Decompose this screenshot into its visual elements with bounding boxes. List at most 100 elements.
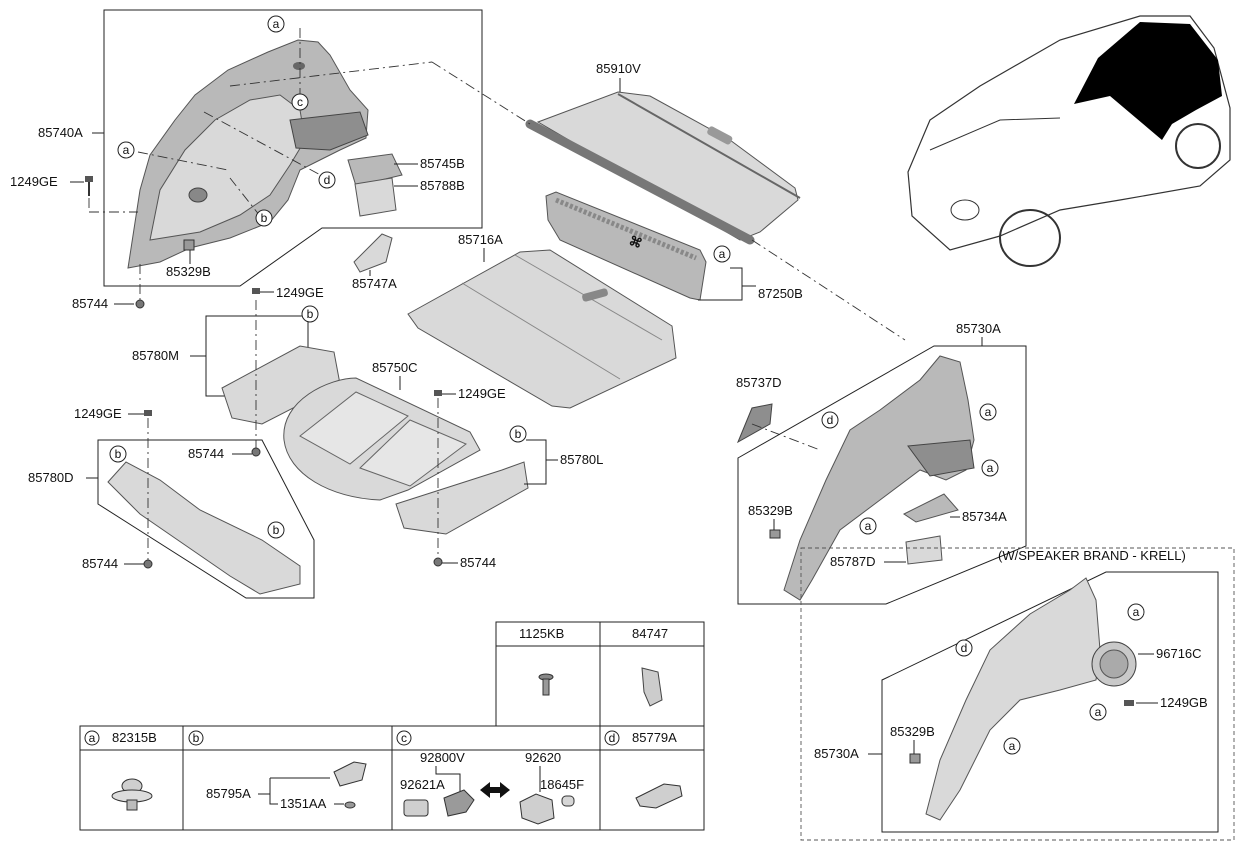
tray-85780L-shape <box>395 461 529 535</box>
bolt-1125KB-icon <box>538 673 554 696</box>
legend-code-1125KB: 1125KB <box>519 626 564 641</box>
legend-letter-d: d <box>609 731 616 745</box>
cargo-screen-group <box>431 61 906 341</box>
label-85744-4: 85744 <box>460 555 496 570</box>
legend-code-84747: 84747 <box>632 626 668 641</box>
screw-1249GE-icon <box>85 176 93 196</box>
part-85745B-shape <box>347 153 403 187</box>
part-85787D-shape <box>905 535 943 565</box>
label-85787D: 85787D <box>830 554 876 569</box>
legend-letter-circle-c <box>396 730 412 746</box>
label-85329B-2: 85329B <box>748 503 793 518</box>
right-trim-frame <box>737 345 1027 605</box>
label-85329B-1: 85329B <box>166 264 211 279</box>
clip-85779A-icon <box>635 783 683 809</box>
krell-dashed-frame <box>800 547 1235 841</box>
krell-trim-panel <box>925 577 1101 821</box>
left-trim-shelf <box>289 111 369 151</box>
lamp-92800V-icon <box>443 789 475 817</box>
callout-letter-b: b <box>261 211 268 225</box>
callout-letter-b: b <box>515 427 522 441</box>
label-1249GB: 1249GB <box>1160 695 1208 710</box>
tray-85750C-group <box>283 377 481 501</box>
callout-letter-d: d <box>324 173 331 187</box>
legend-code-85779A: 85779A <box>632 730 677 745</box>
callout-letter-a: a <box>719 247 726 261</box>
callout-letter-b: b <box>115 447 122 461</box>
label-85730A-2: 85730A <box>814 746 859 761</box>
legend-letter-circle-a <box>84 730 100 746</box>
floor-board-group <box>407 249 677 409</box>
lens-92621A-icon <box>403 799 429 817</box>
left-trim-hole-2 <box>188 187 208 203</box>
label-85750C: 85750C <box>372 360 418 375</box>
label-1249GE-1: 1249GE <box>10 174 58 189</box>
callout-letter-a: a <box>1009 739 1016 753</box>
callout-circle-d <box>318 171 336 189</box>
label-85745B: 85745B <box>420 156 465 171</box>
circle-callouts: a c a d b b b b b a d a a a a d a a <box>109 15 1145 755</box>
bulb-18645F-icon <box>561 795 575 807</box>
callout-letter-a: a <box>273 17 280 31</box>
svg-text:⌘: ⌘ <box>627 233 644 252</box>
callout-circle-b <box>255 209 273 227</box>
krell-variant-group <box>800 547 1235 841</box>
label-85910V: 85910V <box>596 61 641 76</box>
legend-c-92800V: 92800V <box>420 750 465 765</box>
callout-letter-a: a <box>865 519 872 533</box>
left-trim-hole <box>293 62 305 70</box>
callout-letter-c: c <box>297 95 303 109</box>
label-85734A: 85734A <box>962 509 1007 524</box>
label-85737D: 85737D <box>736 375 782 390</box>
callout-letter-a: a <box>1095 705 1102 719</box>
callout-circle-b <box>109 445 127 463</box>
grommet-1351AA-icon <box>344 801 356 809</box>
screw-icon <box>252 288 260 294</box>
callout-letter-a: a <box>1133 605 1140 619</box>
legend-letter-circle-d <box>604 730 620 746</box>
callout-circle-a <box>981 459 999 477</box>
legend-code-82315B: 82315B <box>112 730 157 745</box>
tray-85780D-shape <box>107 461 301 595</box>
clip-84747-icon <box>641 667 663 707</box>
callout-circle-a <box>713 245 731 263</box>
callout-letter-a: a <box>987 461 994 475</box>
clip-85744-icon <box>135 299 145 309</box>
label-85788B: 85788B <box>420 178 465 193</box>
callout-circle-a <box>979 403 997 421</box>
callout-letter-a: a <box>985 405 992 419</box>
callout-letter-a: a <box>123 143 130 157</box>
right-quarter-trim-panel <box>783 355 975 601</box>
legend-b-1351AA: 1351AA <box>280 796 327 811</box>
krell-frame <box>881 571 1219 833</box>
screw-1249GB-icon <box>1124 700 1134 706</box>
label-87250B: 87250B <box>758 286 803 301</box>
right-quarter-trim-group <box>736 345 1027 605</box>
label-85780L: 85780L <box>560 452 603 467</box>
label-85744-3: 85744 <box>82 556 118 571</box>
label-85716A: 85716A <box>458 232 503 247</box>
callout-letter-b: b <box>273 523 280 537</box>
part-85747A-shape <box>353 233 393 273</box>
part-labels: 85740A 1249GE 85329B 85744 85745B 85788B… <box>10 61 1208 761</box>
clip-85329B-icon <box>183 239 195 251</box>
part-85737D-shape <box>736 403 773 444</box>
clip-85329B-icon-2 <box>769 529 781 539</box>
clip-82315B-icon <box>111 778 153 811</box>
label-85744-2: 85744 <box>188 446 224 461</box>
tray-85780D-group <box>97 410 315 599</box>
label-85740A: 85740A <box>38 125 83 140</box>
callout-letter-d: d <box>827 413 834 427</box>
label-85730A-1: 85730A <box>956 321 1001 336</box>
callout-circle-d <box>821 411 839 429</box>
left-trim-frame <box>103 9 483 287</box>
callout-circle-a <box>1089 703 1107 721</box>
legend-b-85795A: 85795A <box>206 786 251 801</box>
part-85788B-shape <box>354 177 397 217</box>
callout-letter-d: d <box>961 641 968 655</box>
label-85329B-3: 85329B <box>890 724 935 739</box>
lamp-92620-icon <box>519 793 555 825</box>
legend-letter-b: b <box>193 731 200 745</box>
callout-circle-b <box>301 305 319 323</box>
